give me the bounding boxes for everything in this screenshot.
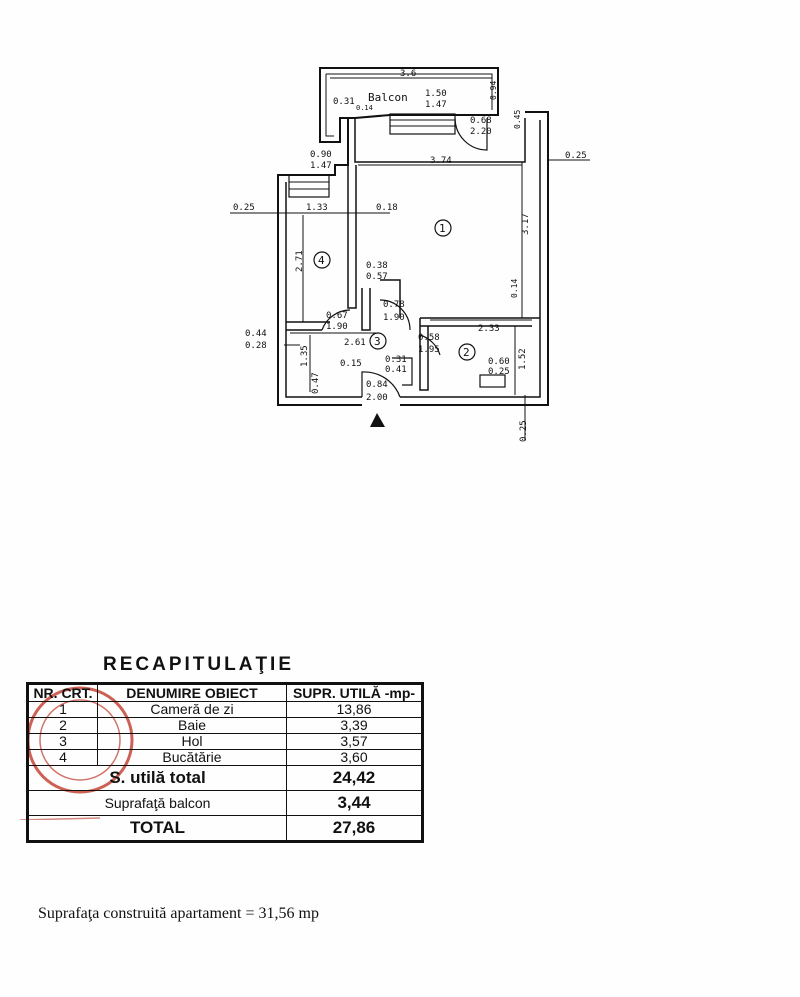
svg-text:0.14: 0.14: [510, 279, 519, 298]
room-number-1: 1: [439, 222, 446, 235]
dim-balcony-width: 3.6: [400, 69, 416, 79]
room-number-3: 3: [374, 335, 381, 348]
svg-text:0.41: 0.41: [385, 365, 407, 375]
svg-text:0.31: 0.31: [385, 355, 407, 365]
svg-text:0.60: 0.60: [488, 357, 510, 367]
room-number-2: 2: [463, 346, 470, 359]
svg-text:1.33: 1.33: [306, 203, 328, 213]
svg-text:0.84: 0.84: [366, 380, 388, 390]
svg-text:0.25: 0.25: [233, 203, 255, 213]
svg-text:0.45: 0.45: [513, 110, 522, 129]
svg-text:2.33: 2.33: [478, 324, 500, 334]
svg-text:0.94: 0.94: [489, 81, 498, 100]
entrance-arrow-icon: [370, 413, 385, 427]
svg-text:2.61: 2.61: [344, 338, 366, 348]
svg-text:0.44: 0.44: [245, 329, 267, 339]
balcony-label: Balcon: [368, 91, 408, 104]
svg-text:0.28: 0.28: [245, 341, 267, 351]
recap-table: NR. CRT. DENUMIRE OBIECT SUPR. UTILĂ -mp…: [26, 682, 424, 843]
header-nr: NR. CRT.: [27, 683, 98, 702]
svg-text:2.20: 2.20: [470, 127, 492, 137]
svg-text:0.38: 0.38: [366, 261, 388, 271]
svg-text:1.95: 1.95: [418, 345, 440, 355]
svg-text:0.25: 0.25: [565, 151, 587, 161]
svg-text:3.74: 3.74: [430, 156, 452, 166]
svg-text:0.31: 0.31: [333, 97, 355, 107]
svg-text:1.90: 1.90: [326, 322, 348, 332]
balcony-row: Suprafaţă balcon 3,44: [27, 790, 423, 816]
svg-text:1.47: 1.47: [310, 161, 332, 171]
svg-text:0.25: 0.25: [488, 367, 510, 377]
floor-plan: 3.6 Balcon 0.31 0.14 1.50 1.47 0.94 0.68…: [230, 67, 590, 442]
svg-text:1.47: 1.47: [425, 100, 447, 110]
total-row: TOTAL 27,86: [27, 815, 423, 842]
svg-text:0.25: 0.25: [519, 420, 529, 442]
svg-text:0.90: 0.90: [310, 150, 332, 160]
recap-title: RECAPITULAŢIE: [103, 654, 294, 675]
svg-text:0.14: 0.14: [356, 104, 373, 112]
header-area: SUPR. UTILĂ -mp-: [286, 683, 423, 702]
room-number-4: 4: [318, 254, 325, 267]
header-name: DENUMIRE OBIECT: [97, 683, 287, 702]
svg-text:0.47: 0.47: [311, 372, 321, 394]
svg-text:2.00: 2.00: [366, 393, 388, 403]
svg-text:0.68: 0.68: [470, 116, 492, 126]
util-total-row: S. utilă total 24,42: [27, 765, 423, 791]
svg-text:0.57: 0.57: [366, 272, 388, 282]
svg-text:1.50: 1.50: [425, 89, 447, 99]
svg-text:0.67: 0.67: [326, 311, 348, 321]
svg-text:1.52: 1.52: [518, 348, 528, 370]
svg-text:0.15: 0.15: [340, 359, 362, 369]
svg-text:0.58: 0.58: [418, 333, 440, 343]
svg-text:3.17: 3.17: [521, 213, 531, 235]
svg-text:1.90: 1.90: [383, 313, 405, 323]
svg-text:1.35: 1.35: [300, 345, 310, 367]
svg-text:0.18: 0.18: [376, 203, 398, 213]
svg-text:0.78: 0.78: [383, 300, 405, 310]
svg-text:2.71: 2.71: [295, 250, 305, 272]
built-area-footnote: Suprafaţa construită apartament = 31,56 …: [38, 905, 319, 922]
